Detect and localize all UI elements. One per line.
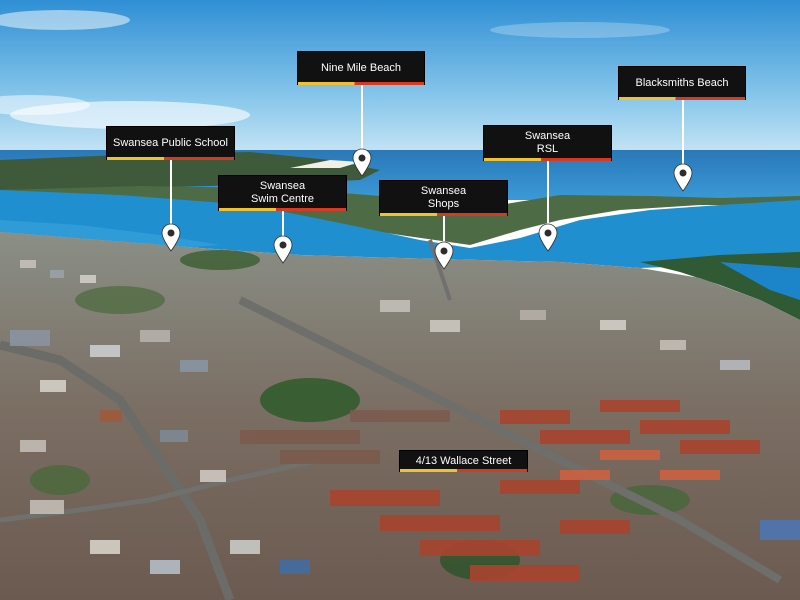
- label-stripe: [400, 469, 527, 472]
- location-pin-icon: [352, 148, 372, 177]
- location-pin-icon: [673, 163, 693, 192]
- label-stripe: [380, 213, 507, 216]
- label-text: 4/13 Wallace Street: [415, 454, 512, 467]
- location-pin-icon: [434, 241, 454, 270]
- label-swansea-swim-centre: Swansea Swim Centre: [218, 175, 347, 211]
- label-stripe: [484, 158, 611, 161]
- location-pin-icon: [538, 223, 558, 252]
- location-pin-icon: [161, 223, 181, 252]
- label-stripe: [619, 97, 745, 100]
- label-stripe: [298, 82, 424, 85]
- label-text: Swansea Shops: [420, 185, 467, 210]
- location-pin-icon: [273, 235, 293, 264]
- label-nine-mile-beach: Nine Mile Beach: [297, 51, 425, 85]
- leader-line: [170, 160, 172, 224]
- label-blacksmiths-beach: Blacksmiths Beach: [618, 66, 746, 100]
- leader-line: [282, 211, 284, 238]
- label-stripe: [219, 208, 346, 211]
- label-property-address: 4/13 Wallace Street: [399, 450, 528, 472]
- label-text: Swansea Public School: [113, 136, 228, 149]
- label-text: Swansea Swim Centre: [251, 180, 314, 205]
- label-swansea-rsl: Swansea RSL: [483, 125, 612, 161]
- label-swansea-public-school: Swansea Public School: [106, 126, 235, 160]
- label-text: Swansea RSL: [524, 130, 571, 155]
- leader-line: [682, 100, 684, 164]
- label-text: Blacksmiths Beach: [635, 76, 729, 89]
- leader-line: [443, 216, 445, 244]
- leader-line: [361, 85, 363, 152]
- label-stripe: [107, 157, 234, 160]
- label-swansea-shops: Swansea Shops: [379, 180, 508, 216]
- label-text: Nine Mile Beach: [320, 61, 402, 74]
- leader-line: [547, 161, 549, 225]
